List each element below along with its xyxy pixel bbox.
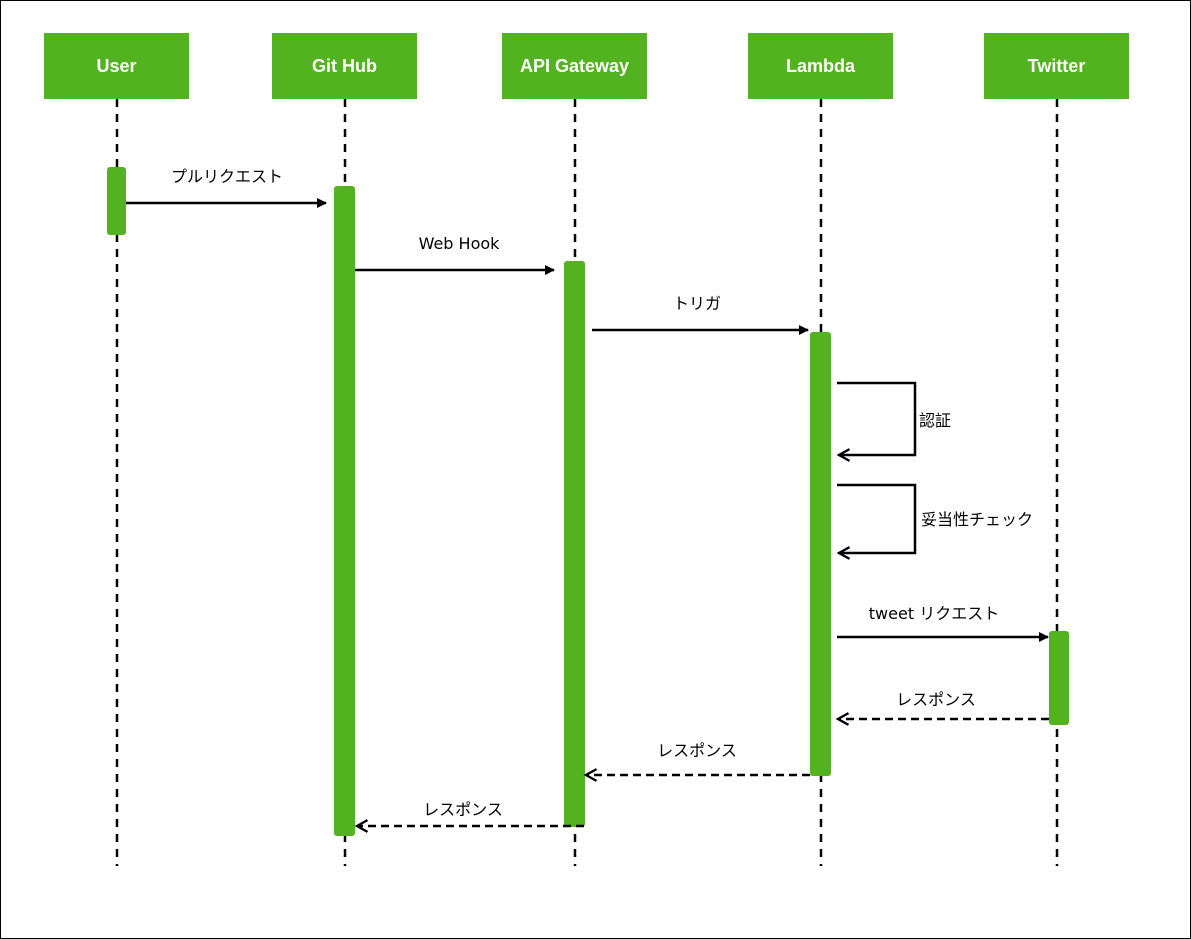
message-auth: 認証 bbox=[837, 381, 951, 455]
activation-github bbox=[334, 186, 355, 836]
message-label: レスポンス bbox=[657, 741, 737, 760]
message-label: 認証 bbox=[919, 411, 951, 430]
activation-user bbox=[107, 167, 126, 235]
participant-twitter-label: Twitter bbox=[1028, 56, 1086, 76]
participant-lambda-box bbox=[748, 33, 893, 99]
message-twitter-response: レスポンス bbox=[838, 690, 1049, 719]
message-label: トリガ bbox=[673, 294, 721, 313]
participant-apigw-label: API Gateway bbox=[520, 56, 629, 76]
participant-user-box bbox=[44, 33, 189, 99]
participant-user: User bbox=[44, 33, 189, 99]
message-label: レスポンス bbox=[423, 800, 503, 819]
activation-twitter bbox=[1049, 631, 1069, 725]
participant-twitter: Twitter bbox=[984, 33, 1129, 99]
message-label: 妥当性チェック bbox=[921, 510, 1033, 529]
message-web-hook: Web Hook bbox=[355, 234, 555, 275]
participant-lambda: Lambda bbox=[748, 33, 893, 99]
message-validation-check: 妥当性チェック bbox=[837, 483, 1033, 553]
message-pull-request: プルリクエスト bbox=[126, 167, 327, 208]
participant-apigw-box bbox=[502, 33, 647, 99]
message-trigger: トリガ bbox=[592, 294, 809, 335]
message-label: tweet リクエスト bbox=[869, 604, 999, 623]
message-self-arrow bbox=[837, 483, 917, 553]
participant-github: Git Hub bbox=[272, 33, 417, 99]
message-label: レスポンス bbox=[896, 690, 976, 709]
participant-user-label: User bbox=[96, 56, 136, 76]
participant-lambda-label: Lambda bbox=[786, 56, 856, 76]
participants: User Git Hub API Gateway Lambda Twitter bbox=[44, 33, 1129, 99]
message-apigw-response: レスポンス bbox=[357, 800, 584, 826]
message-label: プルリクエスト bbox=[171, 167, 283, 186]
activation-apigw bbox=[564, 261, 585, 827]
participant-github-label: Git Hub bbox=[312, 56, 377, 76]
message-lambda-response: レスポンス bbox=[586, 741, 810, 775]
message-label: Web Hook bbox=[419, 234, 501, 253]
activation-lambda bbox=[810, 332, 831, 776]
message-tweet-request: tweet リクエスト bbox=[837, 604, 1049, 642]
participant-twitter-box bbox=[984, 33, 1129, 99]
activation-bars bbox=[107, 167, 1069, 836]
participant-github-box bbox=[272, 33, 417, 99]
messages: プルリクエスト Web Hook トリガ 認証 妥当性チェック tweet リク… bbox=[126, 167, 1049, 826]
participant-apigw: API Gateway bbox=[502, 33, 647, 99]
message-self-arrow bbox=[837, 381, 917, 455]
